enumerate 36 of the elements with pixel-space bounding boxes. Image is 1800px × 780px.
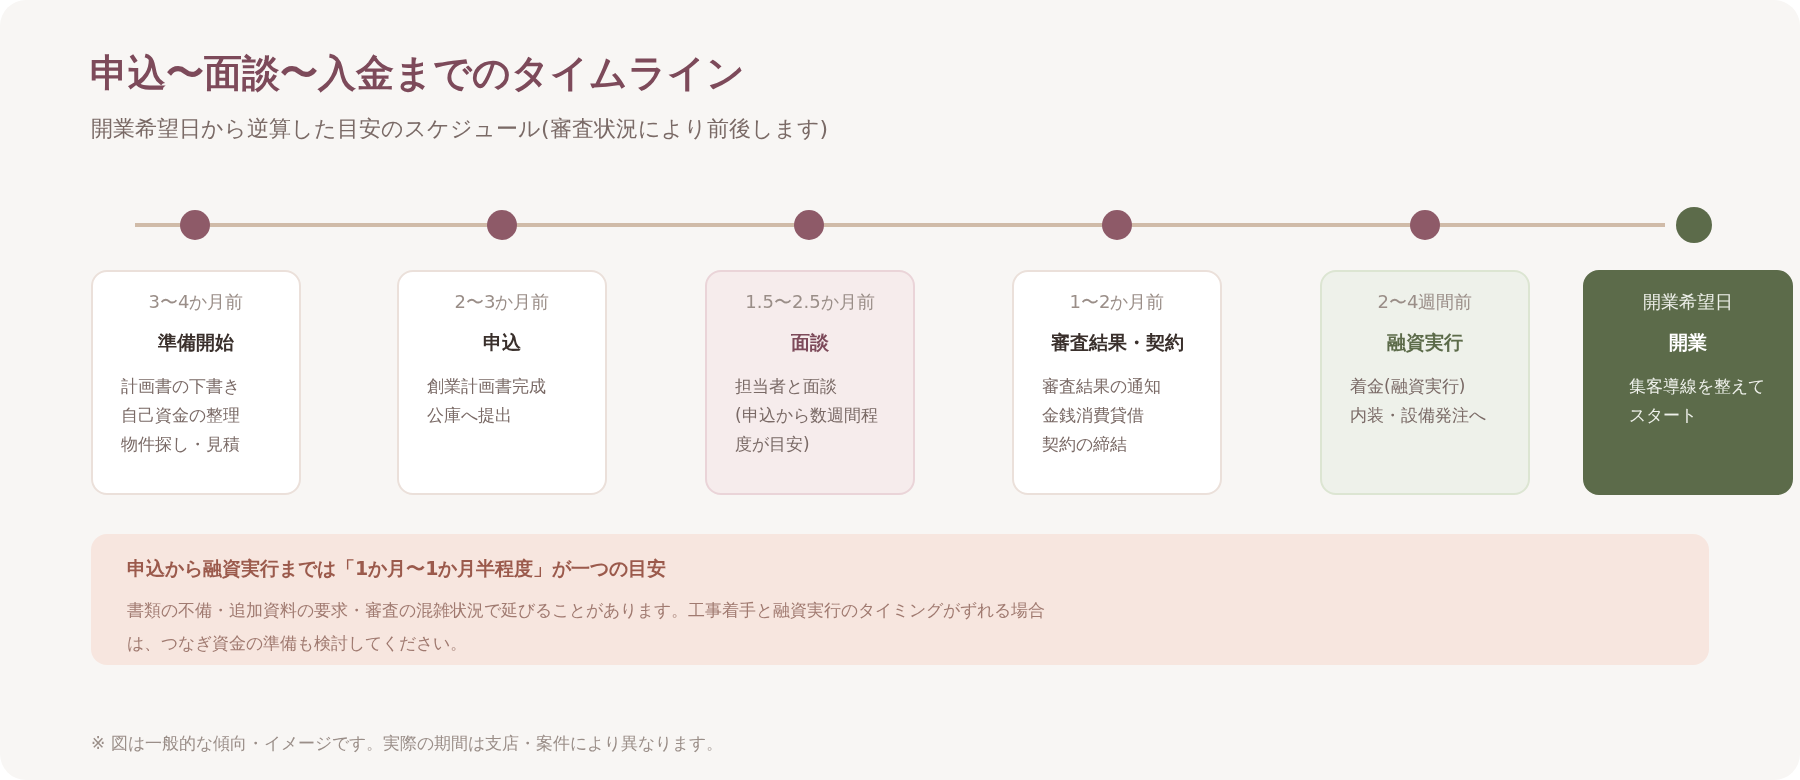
timeline-card [1012, 270, 1222, 495]
step-heading: 開業 [1668, 330, 1708, 355]
note-text: 書類の不備・追加資料の要求・審査の混雑状況で延びることがあります。工事着手と融資実行のタイミングがずれる場合は、つなぎ資金の準備も検討してください。 [127, 599, 1046, 655]
period-label: 1〜2か月前 [1068, 290, 1166, 314]
step-heading: 申込 [482, 330, 522, 355]
step-detail: 物件探し・見積 [121, 433, 241, 456]
step-heading: 審査結果・契約 [1049, 330, 1185, 355]
step-detail: 集客導線を整えてスタート [1629, 375, 1766, 427]
note-heading: 申込から融資実行までは「1か月〜1か月半程度」が一つの目安 [127, 556, 667, 581]
period-label: 1.5〜2.5か月前 [744, 290, 876, 314]
step-detail: 創業計画書完成 [427, 375, 547, 398]
step-detail: (申込から数週間程度が目安) [735, 404, 879, 456]
subtitle: 開業希望日から逆算した目安のスケジュール(審査状況により前後します) [91, 115, 829, 143]
step-detail: 計画書の下書き [121, 375, 241, 398]
step-detail: 公庫へ提出 [427, 404, 513, 427]
timeline-card [705, 270, 915, 495]
step-detail: 内装・設備発注へ [1350, 404, 1487, 427]
period-label: 3〜4か月前 [147, 290, 245, 314]
step-heading: 面談 [790, 330, 830, 355]
step-detail: 金銭消費貸借 [1042, 404, 1145, 427]
timeline-card [397, 270, 607, 495]
period-label: 開業希望日 [1642, 290, 1734, 314]
timeline-card [91, 270, 301, 495]
step-detail: 着金(融資実行) [1350, 375, 1467, 398]
timeline-card [1583, 270, 1793, 495]
step-detail: 契約の締結 [1042, 433, 1128, 456]
step-heading: 融資実行 [1386, 330, 1464, 355]
footnote: ※ 図は一般的な傾向・イメージです。実際の期間は支店・案件により異なります。 [91, 732, 723, 755]
step-detail: 担当者と面談 [735, 375, 838, 398]
period-label: 2〜3か月前 [453, 290, 551, 314]
step-heading: 準備開始 [157, 330, 235, 355]
title: 申込〜面談〜入金までのタイムライン [90, 49, 745, 97]
timeline-card [1320, 270, 1530, 495]
period-label: 2〜4週間前 [1376, 290, 1474, 314]
step-detail: 自己資金の整理 [121, 404, 241, 427]
step-detail: 審査結果の通知 [1042, 375, 1162, 398]
